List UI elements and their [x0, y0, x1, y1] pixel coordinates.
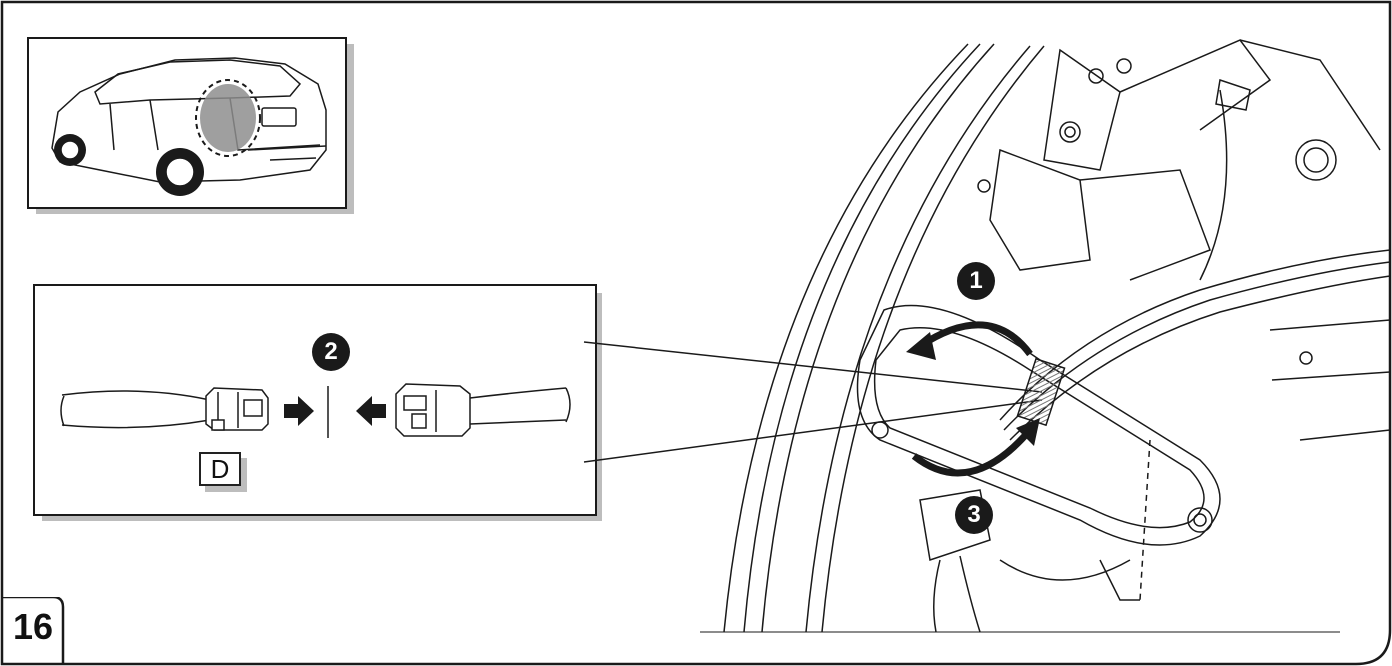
arrow-left-icon — [356, 396, 386, 426]
step-number: 16 — [12, 606, 54, 647]
action-arrows — [906, 321, 1040, 477]
step-box-border — [3, 597, 65, 663]
leader-lines — [583, 341, 1043, 463]
arrowhead-3-icon — [1016, 418, 1040, 446]
rotate-arrow-3 — [911, 427, 1033, 477]
connect-arrows — [284, 386, 386, 438]
left-cable — [60, 390, 211, 429]
callout-1-label: 1 — [969, 267, 983, 294]
arrow-right-icon — [284, 396, 314, 426]
callout-step-1: 1 — [957, 262, 995, 300]
work-area-highlight — [200, 84, 256, 152]
callout-step-2: 2 — [312, 333, 350, 371]
callout-2-label: 2 — [324, 338, 338, 365]
callout-3-label: 3 — [967, 501, 981, 528]
part-label-text: D — [210, 453, 230, 484]
part-label-d: D — [199, 452, 241, 486]
car-wheels — [54, 134, 204, 196]
wheel-well-illustration — [700, 39, 1391, 633]
car-overview-thumbnail — [27, 37, 354, 214]
right-cable — [469, 387, 571, 425]
arrowhead-1-icon — [906, 332, 936, 360]
rotate-arrow-1 — [918, 321, 1033, 357]
work-area-dashed-circle — [195, 79, 261, 157]
step-number-box: 16 — [3, 597, 75, 663]
callout-step-3: 3 — [955, 496, 993, 534]
installed-connector-highlight — [1016, 357, 1066, 427]
connector-detail-panel — [33, 284, 602, 521]
mating-connector — [395, 383, 471, 437]
connector-d — [205, 387, 269, 431]
